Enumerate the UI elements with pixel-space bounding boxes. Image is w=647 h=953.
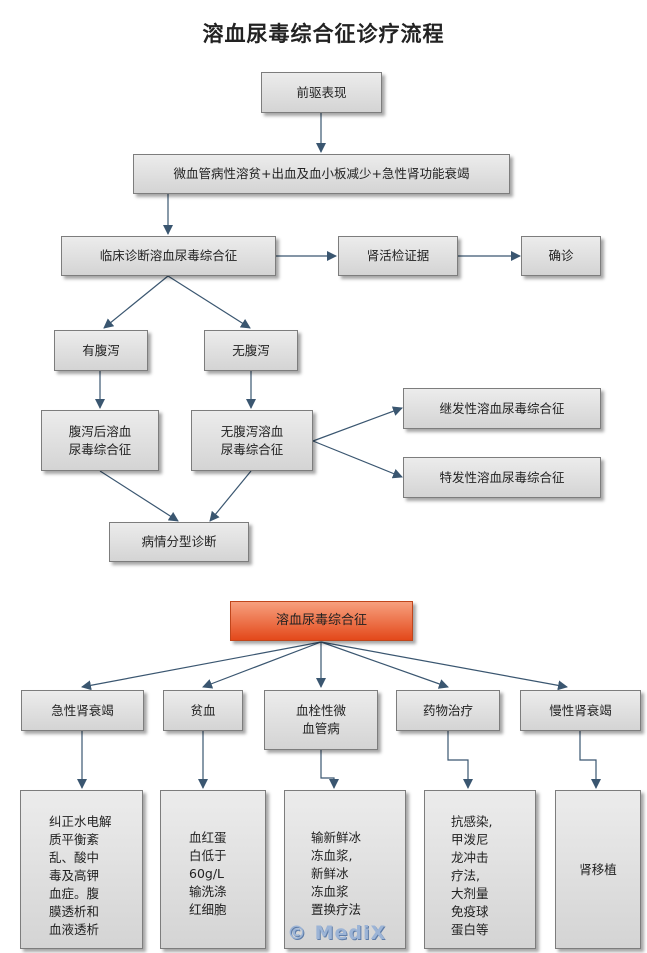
post-diarrhea-hus-box: 腹泻后溶血 尿毒综合征 bbox=[41, 410, 159, 471]
branch-acute-renal-failure: 急性肾衰竭 bbox=[21, 690, 144, 731]
detail-chronic-renal-failure: 肾移植 bbox=[555, 790, 641, 949]
detail-drug-therapy: 抗感染, 甲泼尼 龙冲击 疗法, 大剂量 免疫球 蛋白等 bbox=[424, 790, 536, 949]
arrow-to-secondary bbox=[312, 406, 403, 442]
non-diarrhea-hus-box: 无腹泻溶血 尿毒综合征 bbox=[191, 410, 313, 471]
secondary-hus-box: 继发性溶血尿毒综合征 bbox=[403, 388, 601, 429]
arrow-clinical-nodiarrhea bbox=[167, 275, 251, 329]
arrow-clinical-diarrhea bbox=[103, 275, 169, 329]
arrow-b4-detail bbox=[447, 731, 473, 789]
arrow-diarrhea-typing bbox=[99, 470, 179, 522]
detail-acute-renal-failure: 纠正水电解 质平衡紊 乱、酸中 毒及高钾 血症。腹 膜透析和 血液透析 bbox=[20, 790, 143, 949]
branch-thrombotic-microangiopathy: 血栓性微 血管病 bbox=[264, 690, 378, 750]
branch-chronic-renal-failure: 慢性肾衰竭 bbox=[520, 690, 641, 731]
prodrome-box: 前驱表现 bbox=[261, 72, 382, 113]
arrow-nodiarrhea-typing bbox=[209, 470, 252, 522]
with-diarrhea-box: 有腹泻 bbox=[54, 330, 148, 371]
arrow-root-b2 bbox=[202, 641, 322, 689]
confirm-box: 确诊 bbox=[521, 236, 601, 276]
without-diarrhea-box: 无腹泻 bbox=[204, 330, 298, 371]
watermark: © MediX bbox=[287, 922, 387, 944]
page-title: 溶血尿毒综合征诊疗流程 bbox=[202, 22, 445, 46]
idiopathic-hus-box: 特发性溶血尿毒综合征 bbox=[403, 457, 601, 498]
biopsy-box: 肾活检证据 bbox=[338, 236, 458, 276]
detail-anemia: 血红蛋 白低于 60g/L 输洗涤 红细胞 bbox=[160, 790, 266, 949]
arrow-root-b4 bbox=[320, 641, 449, 689]
arrow-root-b1 bbox=[81, 641, 322, 691]
branch-drug-therapy: 药物治疗 bbox=[396, 690, 500, 731]
branch-anemia: 贫血 bbox=[163, 690, 243, 731]
triad-box: 微血管病性溶贫+出血及血小板减少+急性肾功能衰竭 bbox=[133, 154, 510, 194]
arrow-b3-detail bbox=[320, 750, 339, 789]
arrow-root-b5 bbox=[320, 641, 568, 691]
hus-root-box: 溶血尿毒综合征 bbox=[230, 601, 413, 641]
arrow-b5-detail bbox=[579, 731, 601, 789]
clinical-diagnosis-box: 临床诊断溶血尿毒综合征 bbox=[61, 236, 276, 276]
arrow-to-idiopathic bbox=[312, 440, 403, 479]
detail-thrombotic-microangiopathy: 输新鲜冰 冻血浆, 新鲜冰 冻血浆 置换疗法 bbox=[284, 790, 406, 949]
typing-box: 病情分型诊断 bbox=[109, 522, 249, 562]
